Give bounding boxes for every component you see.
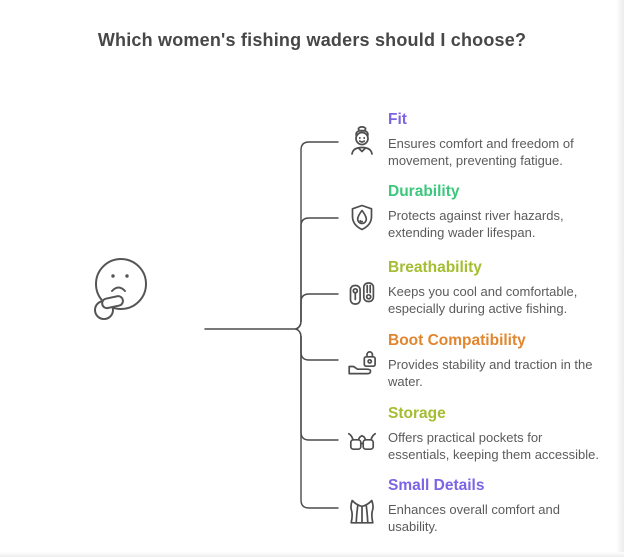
description-line: movement, preventing fatigue. [388, 153, 563, 168]
shield-droplet-icon [344, 200, 380, 236]
diagram-item-breathability: Breathability Keeps you cool and comfort… [388, 258, 624, 317]
corset-icon [344, 494, 380, 530]
pouches-icon [344, 424, 380, 460]
description-line: Enhances overall comfort and [388, 502, 560, 517]
person-icon [344, 124, 380, 160]
fins-icon [344, 276, 380, 312]
item-description: Offers practical pockets for essentials, … [388, 429, 624, 463]
diagram-item-boot-compatibility: Boot Compatibility Provides stability an… [388, 331, 624, 390]
description-line: Protects against river hazards, [388, 208, 564, 223]
item-title: Fit [388, 111, 407, 128]
page-edge-bottom [0, 552, 624, 557]
item-description: Enhances overall comfort and usability. [388, 501, 624, 535]
item-title: Small Details [388, 477, 485, 494]
page-edge-right [616, 0, 624, 557]
description-line: extending wader lifespan. [388, 225, 536, 240]
description-line: usability. [388, 519, 438, 534]
description-line: Keeps you cool and comfortable, [388, 284, 578, 299]
diagram-item-fit: Fit Ensures comfort and freedom of moveme… [388, 110, 624, 169]
description-line: essentials, keeping them accessible. [388, 447, 600, 462]
description-line: water. [388, 374, 423, 389]
diagram-item-small-details: Small Details Enhances overall comfort a… [388, 476, 624, 535]
description-line: Ensures comfort and freedom of [388, 136, 574, 151]
diagram-item-storage: Storage Offers practical pockets for esse… [388, 404, 624, 463]
item-title: Storage [388, 405, 446, 422]
item-description: Protects against river hazards, extending… [388, 207, 624, 241]
description-line: Offers practical pockets for [388, 430, 543, 445]
connector-lines [204, 141, 339, 509]
item-description: Provides stability and traction in the wa… [388, 356, 624, 390]
boot-lock-icon [344, 346, 380, 382]
thinking-face-icon [90, 254, 154, 324]
page-title: Which women's fishing waders should I ch… [97, 30, 527, 50]
item-title: Durability [388, 183, 460, 200]
description-line: especially during active fishing. [388, 301, 568, 316]
item-title: Boot Compatibility [388, 332, 526, 349]
item-title: Breathability [388, 259, 482, 276]
item-description: Ensures comfort and freedom of movement, … [388, 135, 624, 169]
description-line: Provides stability and traction in the [388, 357, 593, 372]
diagram-item-durability: Durability Protects against river hazard… [388, 182, 624, 241]
item-description: Keeps you cool and comfortable, especiall… [388, 283, 624, 317]
